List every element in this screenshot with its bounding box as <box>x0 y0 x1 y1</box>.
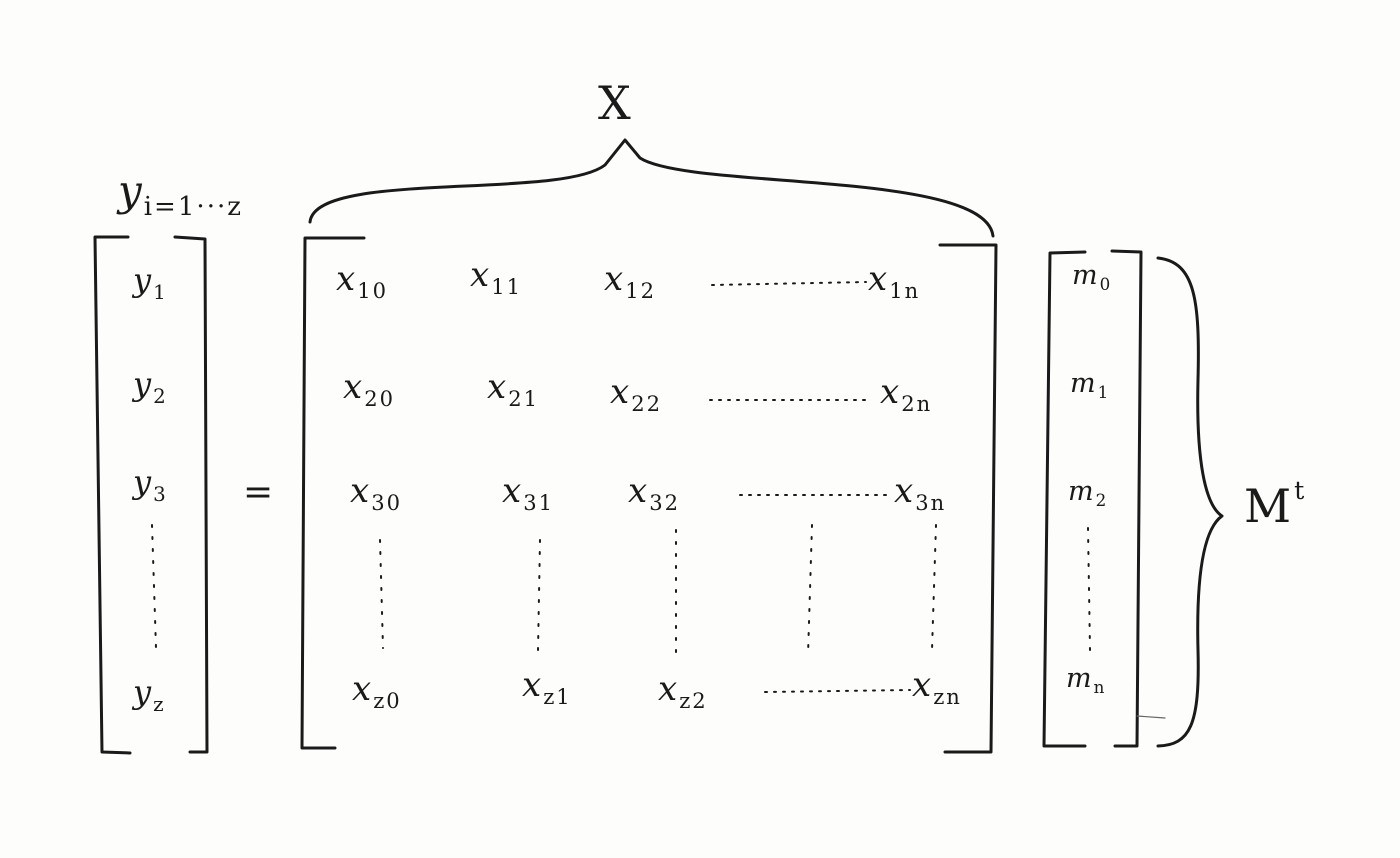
equals-sign: = <box>243 472 274 513</box>
x-brace <box>308 138 995 238</box>
y-right-bracket <box>173 235 209 754</box>
rowz-dots <box>764 689 911 693</box>
m-label-base: M <box>1244 478 1292 533</box>
x-entry-z0: xz0 <box>352 669 402 713</box>
x-entry-32: x32 <box>628 471 681 515</box>
m-left-bracket <box>1042 250 1087 748</box>
col3-vdots <box>807 524 813 656</box>
x-entry-20: x20 <box>343 367 396 411</box>
x-entry-22: x22 <box>610 372 663 416</box>
x-matrix-label: X <box>598 76 631 130</box>
x-entry-31: x31 <box>502 471 555 515</box>
x-entry-2n: x2n <box>880 372 933 416</box>
y-label-base: y <box>118 166 142 215</box>
x-entry-12: x12 <box>604 259 657 303</box>
m-brace-bottom-tick <box>1136 715 1166 719</box>
column-dots <box>151 524 1091 656</box>
y-label-subscript: i=1···z <box>143 191 243 222</box>
row-dots <box>709 281 911 693</box>
coln-vdots <box>931 524 937 651</box>
col0-vdots <box>379 539 384 649</box>
m-right-bracket <box>1110 249 1143 748</box>
m-vdots <box>1087 527 1091 651</box>
x-entry-z1: xz1 <box>522 665 572 709</box>
y-vector-label: yi=1···z <box>118 170 243 220</box>
x-right-bracket <box>938 243 998 754</box>
x-entry-3n: x3n <box>894 471 947 515</box>
x-entry-21: x21 <box>487 367 540 411</box>
x-entry-10: x10 <box>336 259 389 303</box>
y-left-bracket <box>93 235 132 755</box>
row1-dots <box>711 281 867 286</box>
x-entry-1n: x1n <box>868 259 921 303</box>
m-label-superscript: t <box>1294 476 1305 505</box>
m-brace <box>1156 256 1224 748</box>
x-entry-11: x11 <box>470 255 523 299</box>
x-entry-30: x30 <box>350 471 403 515</box>
col1-vdots <box>537 539 541 651</box>
x-entry-zn: xzn <box>912 665 962 709</box>
x-left-bracket <box>300 236 366 750</box>
y-vdots <box>151 524 157 649</box>
x-entry-z2: xz2 <box>658 669 708 713</box>
